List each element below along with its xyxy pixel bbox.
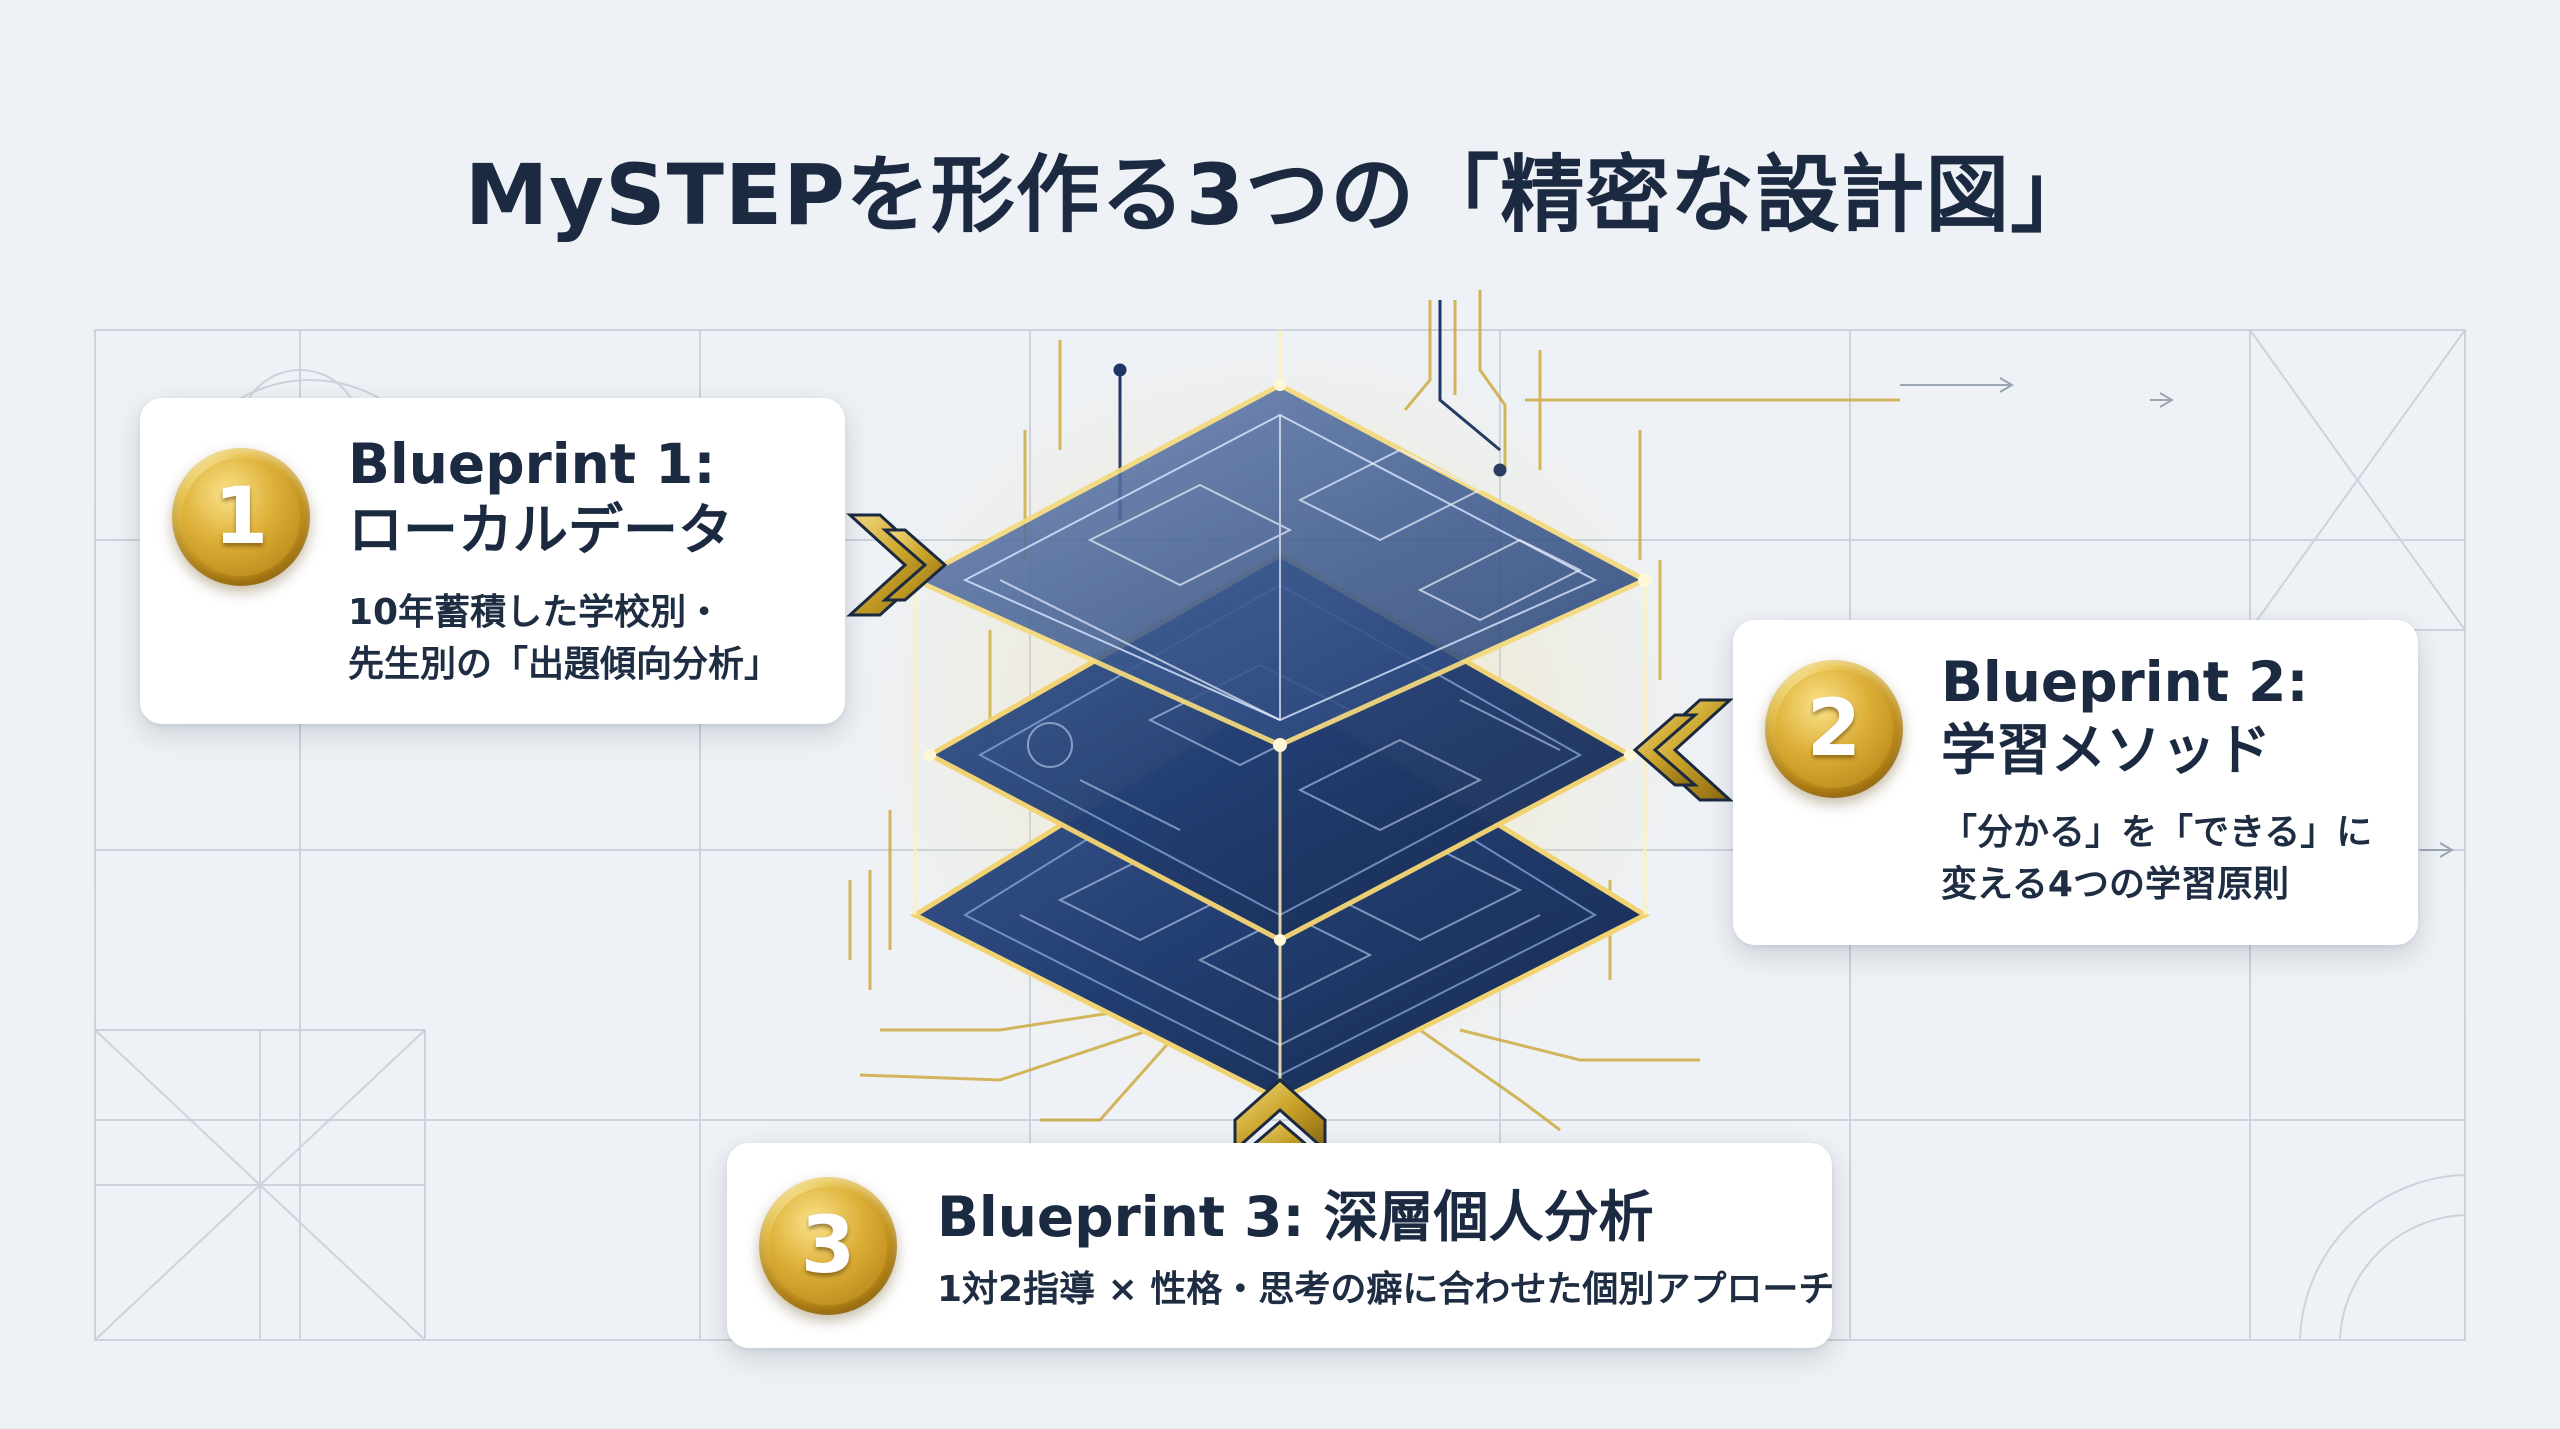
blueprint-2-heading-line2: 学習メソッド xyxy=(1941,718,2272,782)
blueprint-2-desc-line2: 変える4つの学習原則 xyxy=(1941,864,2289,905)
blueprint-1-heading-line2: ローカルデータ xyxy=(348,498,734,562)
blueprint-1-desc-line1: 10年蓄積した学校別・ xyxy=(348,592,723,633)
blueprint-card-2: 2 Blueprint 2: 学習メソッド 「分かる」を「できる」に 変える4つ… xyxy=(1733,620,2418,945)
blueprint-card-3: 3 Blueprint 3: 深層個人分析 1対2指導 × 性格・思考の癖に合わ… xyxy=(727,1143,1835,1348)
blueprint-2-desc-line1: 「分かる」を「できる」に xyxy=(1941,812,2373,853)
blueprint-3-desc: 1対2指導 × 性格・思考の癖に合わせた個別アプローチ xyxy=(937,1269,1835,1310)
badge-number: 3 xyxy=(769,1187,887,1305)
badge-number: 2 xyxy=(1775,670,1893,788)
blueprint-card-1: 1 Blueprint 1: ローカルデータ 10年蓄積した学校別・ 先生別の「… xyxy=(140,398,845,724)
gold-number-badge-icon: 2 xyxy=(1765,660,1903,798)
page-title: MySTEPを形作る3つの「精密な設計図」 xyxy=(464,146,2096,244)
blueprint-3-heading: Blueprint 3: 深層個人分析 xyxy=(937,1185,1654,1249)
blueprint-2-heading-line1: Blueprint 2: xyxy=(1941,650,2309,714)
gold-number-badge-icon: 1 xyxy=(172,448,310,586)
chevron-arrow-icon-2 xyxy=(1632,698,1734,802)
gold-number-badge-icon: 3 xyxy=(759,1177,897,1315)
blueprint-1-desc-line2: 先生別の「出題傾向分析」 xyxy=(348,644,781,685)
chevron-arrow-icon-1 xyxy=(846,513,948,617)
badge-number: 1 xyxy=(182,458,300,576)
blueprint-1-heading-line1: Blueprint 1: xyxy=(348,432,716,496)
